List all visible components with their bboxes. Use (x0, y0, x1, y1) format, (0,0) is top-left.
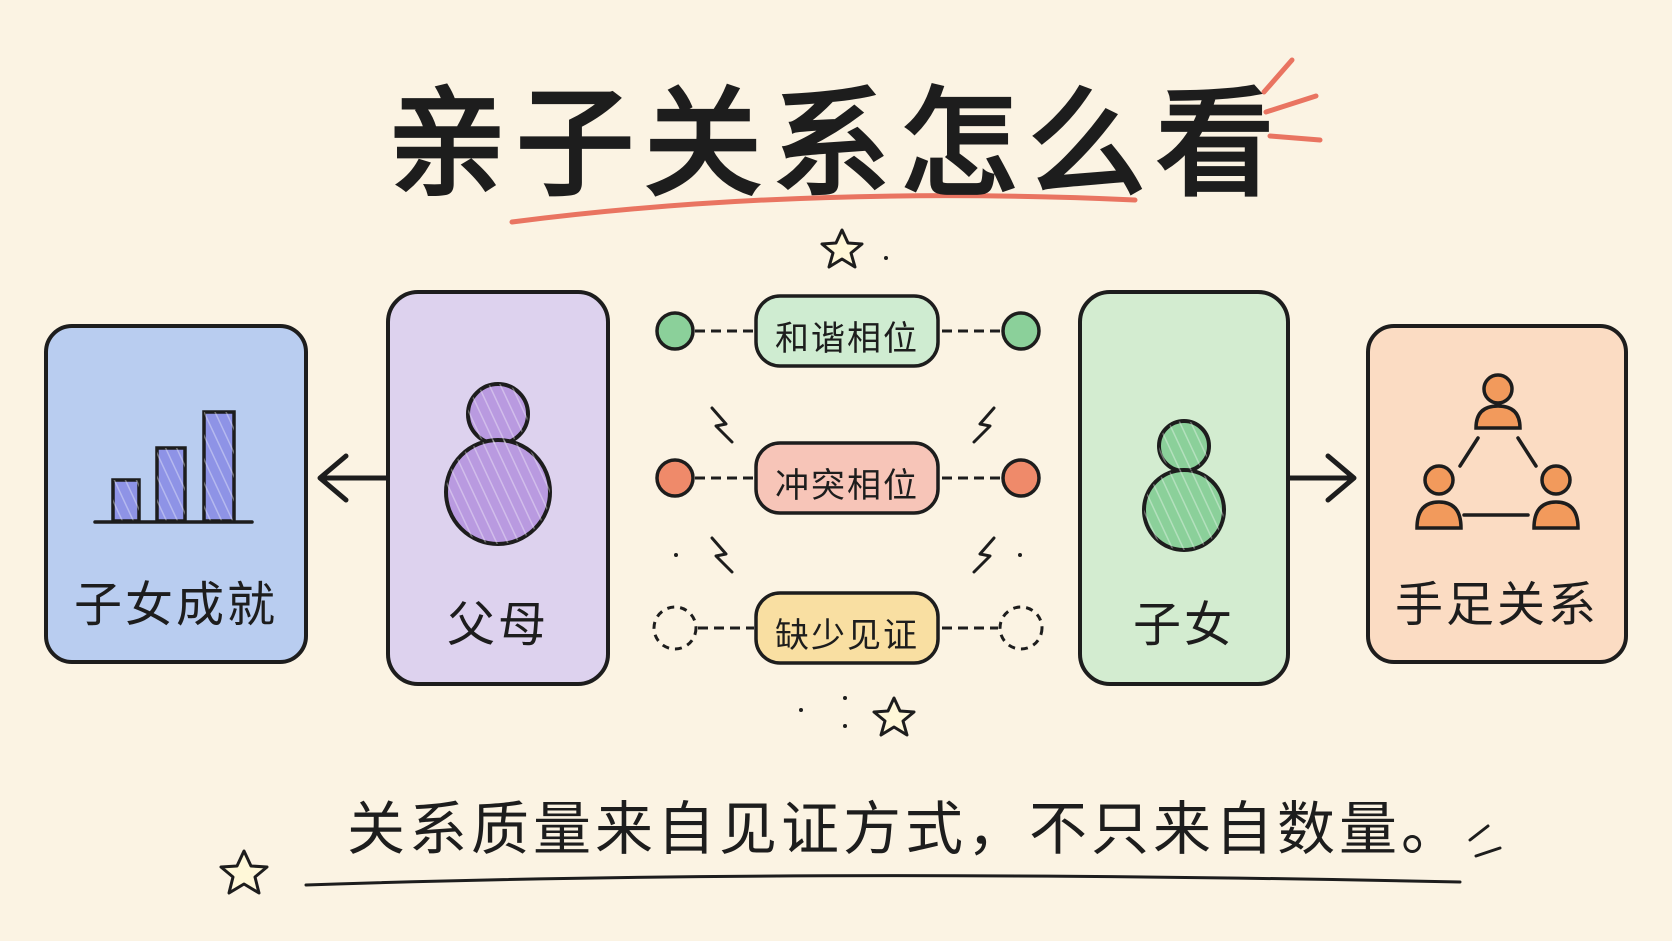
aspect-row-harmonious (655, 294, 1041, 368)
page-title: 亲子关系怎么看 (387, 75, 1284, 213)
siblings-card (1366, 324, 1628, 664)
child-person-icon (1142, 419, 1226, 552)
aspect-label-conflict: 冲突相位 (775, 466, 919, 506)
conflict-node-left (655, 458, 695, 498)
dot-icon (884, 256, 888, 260)
caption-accent-marks (1468, 824, 1502, 858)
dot-icon (1018, 553, 1022, 557)
arrow-right-icon (1287, 453, 1357, 503)
harmony-node-left (655, 311, 695, 351)
parents-label: 父母 (446, 597, 549, 653)
bar-chart-icon (93, 410, 254, 524)
dot-icon (843, 724, 847, 728)
missing-node-left (652, 605, 698, 651)
aspect-row-missing (652, 591, 1044, 665)
achievement-label: 子女成就 (73, 577, 278, 633)
aspect-label-missing: 缺少见证 (775, 616, 919, 656)
title-underline (509, 193, 1138, 225)
dot-icon (674, 553, 678, 557)
zigzag-icon (710, 406, 734, 444)
harmony-node-right (1001, 311, 1041, 351)
zigzag-icon (972, 536, 996, 574)
title-accent-marks (1261, 57, 1323, 143)
aspect-label-harmonious: 和谐相位 (775, 319, 919, 359)
zigzag-icon (972, 406, 996, 444)
caption-underline (304, 874, 1462, 887)
missing-node-right (998, 605, 1044, 651)
conflict-node-right (1001, 458, 1041, 498)
star-icon (219, 849, 269, 895)
siblings-label: 手足关系 (1394, 577, 1599, 633)
caption-text: 关系质量来自见证方式，不只来自数量。 (346, 795, 1463, 863)
parent-person-icon (444, 382, 552, 546)
zigzag-icon (710, 536, 734, 574)
star-icon (820, 228, 864, 269)
children-label: 子女 (1132, 597, 1235, 653)
dot-icon (799, 708, 803, 712)
dot-icon (843, 696, 847, 700)
arrow-left-icon (317, 453, 389, 503)
star-icon (872, 696, 916, 737)
sibling-network-icon (1415, 373, 1580, 530)
aspect-row-conflict (655, 441, 1041, 515)
